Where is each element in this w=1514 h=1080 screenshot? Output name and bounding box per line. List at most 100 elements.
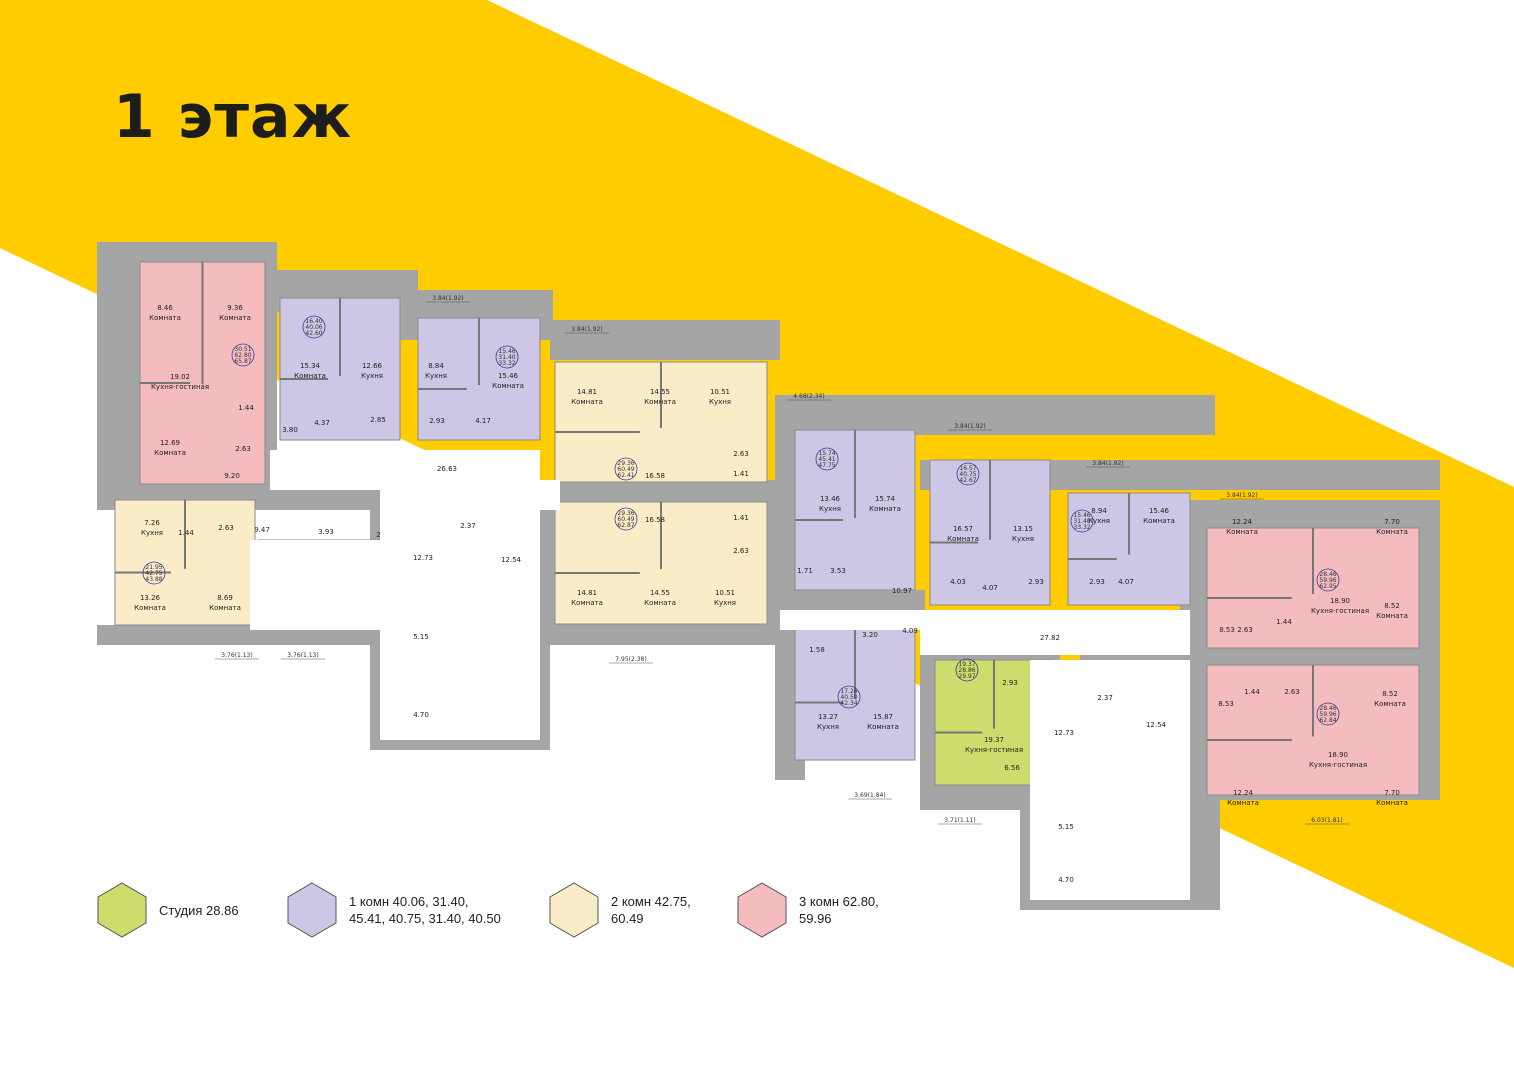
dimension-label: 3.84(1.92) [571,326,602,333]
room-area: 3.93 [318,528,334,536]
corridor [920,610,1190,655]
dimensions: 3.84(1.92)3.84(1.92)4.68(2.34)3.84(1.92)… [215,295,1349,825]
corridor [250,540,380,630]
badge-value: 40.50 [840,694,857,701]
room-area: 2.63 [1237,626,1253,634]
badge-value: 16.57 [959,465,976,472]
room-area: 2.93 [1089,578,1105,586]
badge-value: 65.87 [234,358,251,365]
legend-label: Студия 28.86 [159,902,239,918]
one-room-hex-icon [287,882,337,938]
common-area-value: 4.70 [1058,876,1074,884]
dimension-label: 6.03(1.81) [1311,817,1342,824]
badge-value: 15.46 [1073,512,1090,519]
common-area-value: 2.37 [1097,694,1113,702]
room-label: Кухня [361,372,383,380]
room-label: Кухня-гостиная [965,746,1023,754]
badge-value: 42.75 [145,570,162,577]
common-area-value: 27.82 [1040,634,1060,642]
room-label: Кухня [141,529,163,537]
three-room-hex-icon [737,882,787,938]
room-label: Кухня-гостиная [151,383,209,391]
corridor [1030,660,1190,900]
room-area: 4.37 [314,419,330,427]
room-area: 6.56 [1004,764,1020,772]
room-label: Кухня-гостиная [1311,607,1369,615]
badge-value: 16.40 [305,318,322,325]
two-room-hex-icon [549,882,599,938]
room-label: Комната [571,599,603,607]
room-area: 1.41 [733,470,749,478]
corridor [270,450,540,490]
room-area: 8.46 [157,304,173,312]
badge-value: 31.40 [498,354,515,361]
room-area: 13.15 [1013,525,1033,533]
badge-circle [302,315,326,339]
badge-value: 45.41 [818,456,835,463]
room-label: Комната [1376,612,1408,620]
common-area-value: 5.15 [1058,823,1074,831]
badge-value: 33.32 [1073,524,1090,531]
room-area: 19.37 [984,736,1004,744]
room-area: 10.51 [715,589,735,597]
room-area: 8.53 [1219,626,1235,634]
room-area: 3.20 [862,631,878,639]
room-area: 16.57 [953,525,973,533]
room-area: 12.24 [1232,518,1253,526]
room-area: 1.44 [1244,688,1260,696]
dimension-label: 3.84(1.92) [954,423,985,430]
room-area: 14.81 [577,388,597,396]
legend-label: 1 комн 40.06, 31.40, 45.41, 40.75, 31.40… [349,894,501,926]
apartment-two-room: 29.3660.4962.41Комната14.81Комната14.55К… [554,361,768,483]
badge-value: 43.88 [145,576,162,583]
room-label: Кухня [709,398,731,406]
room-label: Кухня [425,372,447,380]
apartment-one-room: 16.5740.7542.67Комната16.57Кухня13.154.0… [929,459,1051,606]
room-area: 8.84 [428,362,444,370]
room-area: 8.94 [1091,507,1107,515]
room-area: 13.46 [820,495,841,503]
room-area: 4.07 [1118,578,1134,586]
badge-circle [956,462,980,486]
wall [775,395,1215,435]
apartment-two-room: 21.9542.7543.88Кухня7.26Комната13.26Комн… [114,499,270,626]
apartment-one-room: 15.4631.4033.32Кухня8.94Комната15.462.93… [1067,492,1191,606]
room-area: 2.63 [733,547,749,555]
room-label: Комната [154,449,186,457]
badge-value: 62.84 [1319,717,1336,724]
room-label: Комната [294,372,326,380]
dimension-label: 3.84(1.92) [1092,460,1123,467]
badge-value: 60.49 [617,466,634,473]
badge-value: 21.95 [145,564,162,571]
badge-circle [231,343,255,367]
dimension-label: 3.76(1.13) [287,652,318,659]
room-label: Комната [1227,799,1259,807]
room-label: Комната [1143,517,1175,525]
room-area: 12.66 [362,362,383,370]
room-area: 2.93 [1002,679,1018,687]
room-area: 15.34 [300,362,321,370]
badge-value: 59.96 [1319,577,1336,584]
badge-circle [815,447,839,471]
dimension-label: 3.71(1.11) [944,817,975,824]
badge-circle [1316,702,1340,726]
room-area: 3.80 [282,426,298,434]
room-label: Комната [209,604,241,612]
legend-item-one-room: 1 комн 40.06, 31.40, 45.41, 40.75, 31.40… [283,880,501,940]
badge-value: 40.06 [305,324,322,331]
common-area-value: 26.63 [437,465,457,473]
apartment-one-room: 17.2640.5042.34Кухня13.27Комната15.872.5… [794,617,916,761]
badge-value: 29.36 [617,460,634,467]
room-label: Комната [644,599,676,607]
